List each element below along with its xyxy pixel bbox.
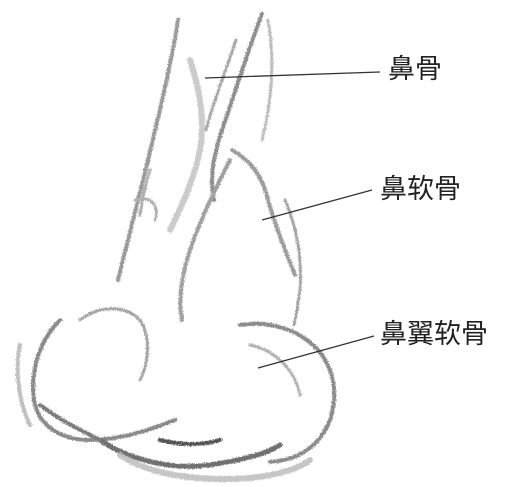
nostril-stroke: [97, 437, 283, 469]
bridge-inner-stroke: [204, 38, 238, 132]
bridge-left-stroke: [116, 18, 180, 282]
ala-outline: [238, 321, 337, 464]
lower-shading: [117, 452, 313, 483]
nose-tip-outline: [31, 318, 177, 442]
bridge-shadow-stroke: [167, 57, 205, 233]
ala-inner-curve: [248, 343, 302, 397]
cartilage-upper-stroke: [230, 148, 297, 277]
label-nasal-bone: 鼻骨: [388, 54, 442, 85]
cartilage-ridge-stroke: [178, 158, 232, 322]
cartilage-right-edge: [283, 198, 302, 327]
nostril-dark: [158, 438, 222, 447]
leader-line-nasal-bone: [204, 71, 381, 79]
bridge-right-stroke: [210, 12, 264, 202]
septum-stroke: [38, 403, 102, 442]
leader-line-alar-cartilage: [257, 335, 375, 369]
label-nasal-cartilage: 鼻软骨: [380, 174, 461, 205]
nose-tip-inner: [78, 307, 149, 382]
cartilage-shadow-stroke: [133, 168, 158, 222]
nasal-bone-edge: [260, 18, 274, 142]
left-cheek-stroke: [15, 343, 32, 427]
label-alar-cartilage: 鼻翼软骨: [380, 319, 488, 350]
leader-line-nasal-cartilage: [261, 189, 373, 221]
